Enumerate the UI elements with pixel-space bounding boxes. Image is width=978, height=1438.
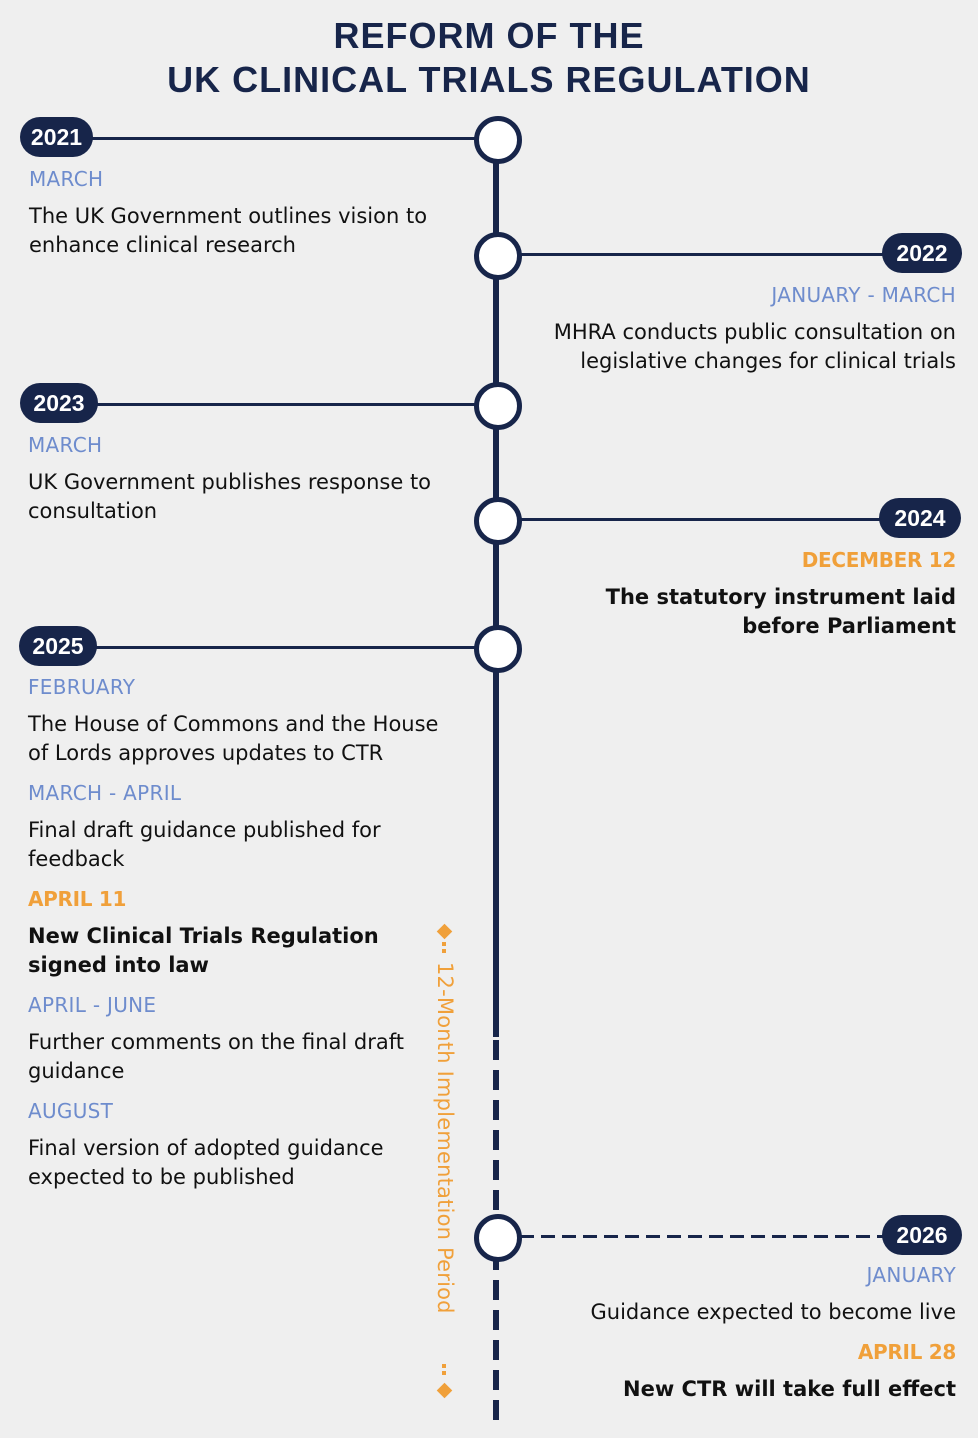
event-text: Further comments on the final draft guid… — [28, 1030, 405, 1083]
diamond-start-icon — [436, 923, 453, 940]
event-text: The House of Commons and the House of Lo… — [28, 712, 439, 765]
event-text: Final version of adopted guidance expect… — [28, 1136, 384, 1189]
timeline-node-2026 — [474, 1214, 522, 1262]
page-title-line-1: REFORM OF THE — [333, 15, 645, 56]
year-badge-2024: 2024 — [879, 498, 961, 538]
event-date-highlight: APRIL 11 — [28, 887, 127, 911]
timeline-spine-solid — [493, 140, 499, 1037]
implementation-period-label: 12-Month Implementation Period — [433, 962, 457, 1314]
event-text-bold: The statutory instrument laid before Par… — [605, 585, 956, 638]
dotted-connector-top — [442, 942, 446, 956]
event-date-highlight: APRIL 28 — [857, 1340, 956, 1364]
event-text-bold: New Clinical Trials Regulation signed in… — [28, 924, 379, 977]
connector-2021 — [80, 137, 480, 140]
timeline-node-2023 — [474, 382, 522, 430]
page-title-line-2: UK CLINICAL TRIALS REGULATION — [167, 59, 811, 100]
event-date: APRIL - JUNE — [28, 993, 157, 1017]
event-text: UK Government publishes response to cons… — [28, 470, 432, 523]
event-text: Final draft guidance published for feedb… — [28, 818, 381, 871]
event-group-2021: MARCH The UK Government outlines vision … — [29, 166, 469, 272]
event-date: JANUARY - MARCH — [771, 283, 956, 307]
event-date: FEBRUARY — [28, 675, 136, 699]
timeline-node-2025 — [474, 625, 522, 673]
year-badge-2025: 2025 — [19, 626, 97, 666]
connector-2026 — [520, 1235, 890, 1238]
event-date: MARCH — [29, 167, 104, 191]
year-badge-2021: 2021 — [20, 117, 93, 157]
year-badge-2022: 2022 — [882, 233, 962, 273]
event-date: JANUARY — [866, 1263, 956, 1287]
event-date-highlight: DECEMBER 12 — [801, 548, 957, 572]
event-date: MARCH — [28, 433, 103, 457]
connector-2023 — [80, 403, 480, 406]
event-text: The UK Government outlines vision to enh… — [29, 204, 428, 257]
event-text-bold: New CTR will take full effect — [623, 1377, 956, 1401]
timeline-node-2022 — [474, 232, 522, 280]
connector-2024 — [515, 518, 895, 521]
connector-2022 — [515, 253, 895, 256]
event-group-2025: FEBRUARY The House of Commons and the Ho… — [28, 674, 448, 1204]
event-text: Guidance expected to become live — [590, 1300, 956, 1324]
event-date: AUGUST — [28, 1099, 114, 1123]
implementation-period-marker: 12-Month Implementation Period — [432, 920, 458, 1400]
year-badge-2026: 2026 — [882, 1215, 962, 1255]
timeline-node-2024 — [474, 497, 522, 545]
dotted-connector-bottom — [442, 1364, 446, 1378]
event-group-2023: MARCH UK Government publishes response t… — [28, 432, 468, 538]
event-group-2026: JANUARY Guidance expected to become live… — [516, 1262, 957, 1416]
event-group-2024: DECEMBER 12 The statutory instrument lai… — [536, 547, 957, 653]
event-text: MHRA conducts public consultation on leg… — [553, 320, 956, 373]
diamond-end-icon — [436, 1382, 453, 1399]
connector-2025 — [80, 646, 480, 649]
timeline-node-2021 — [474, 116, 522, 164]
event-group-2022: JANUARY - MARCH MHRA conducts public con… — [516, 282, 956, 388]
year-badge-2023: 2023 — [20, 383, 98, 423]
event-date: MARCH - APRIL — [28, 781, 182, 805]
